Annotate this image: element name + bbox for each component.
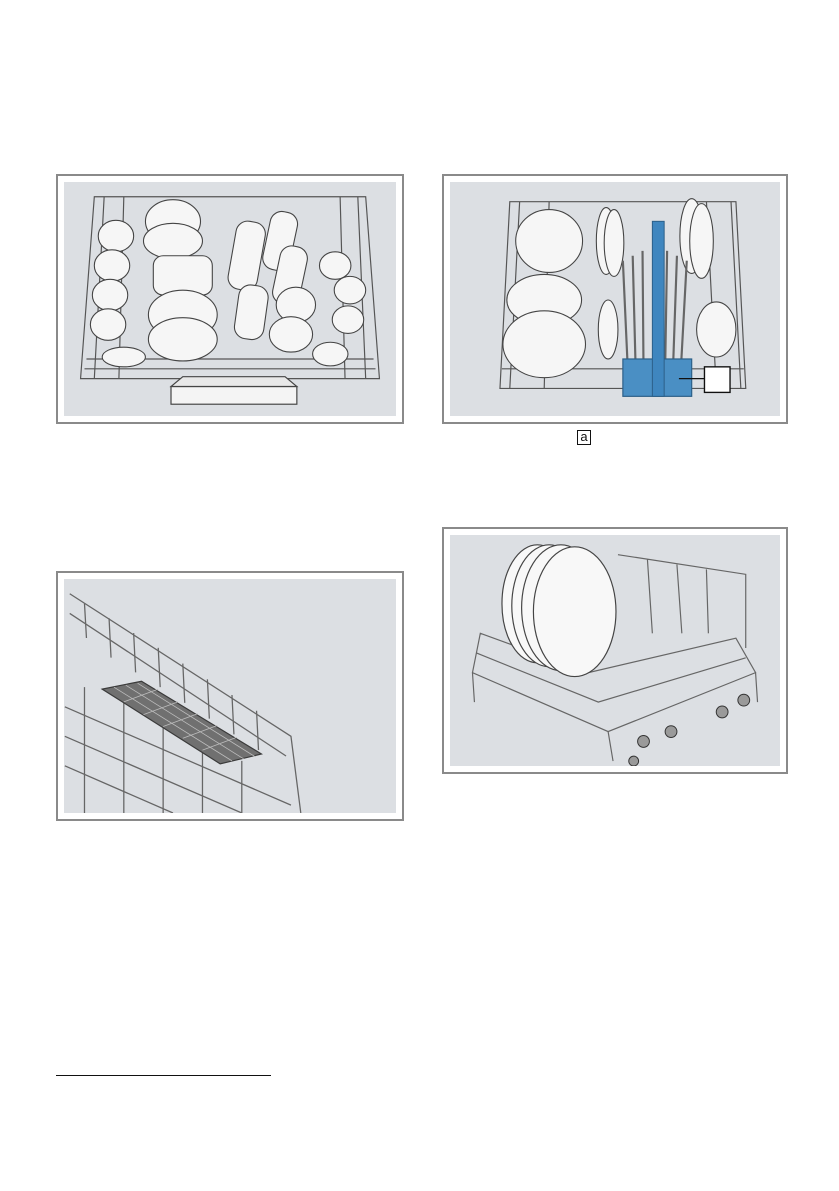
figure-rack-rail-tray: [56, 571, 404, 821]
callout-label: a: [577, 430, 591, 445]
figure-lower-rack-cutlery-background: [450, 182, 780, 416]
figure-upper-rack-background: [64, 182, 396, 416]
rack-rail-tray-illustration: [64, 579, 396, 813]
figure-rack-rail-tray-background: [64, 579, 396, 813]
figure-lower-rack-plates-background: [450, 535, 780, 766]
lower-rack-plates-illustration: [450, 535, 780, 766]
figure-lower-rack-cutlery: [442, 174, 788, 424]
figure-lower-rack-plates: [442, 527, 788, 774]
upper-rack-illustration: [64, 182, 396, 416]
lower-rack-cutlery-illustration: [450, 182, 780, 416]
figure-upper-rack: [56, 174, 404, 424]
callout-box-marker: [704, 367, 730, 393]
footnote-separator-rule: [56, 1075, 271, 1076]
